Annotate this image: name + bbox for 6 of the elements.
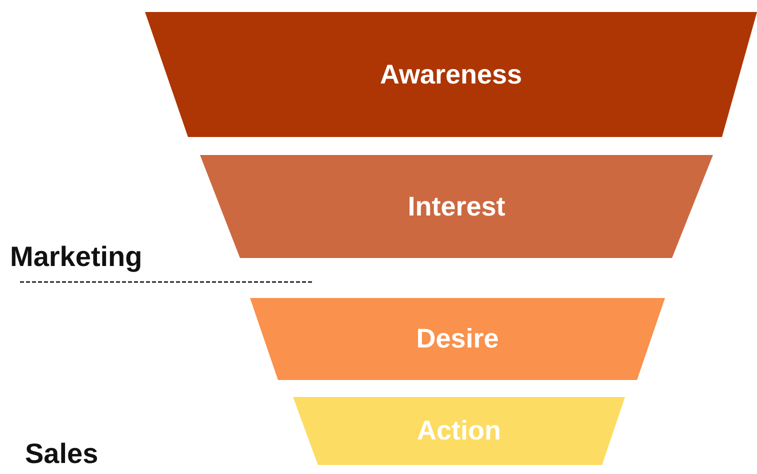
section-label: Sales <box>25 438 98 470</box>
stage-label: Action <box>417 416 501 446</box>
stage-label: Desire <box>416 324 499 354</box>
section-label: Marketing <box>10 241 142 273</box>
stage-label: Interest <box>408 191 506 222</box>
stage-label: Awareness <box>380 59 522 90</box>
